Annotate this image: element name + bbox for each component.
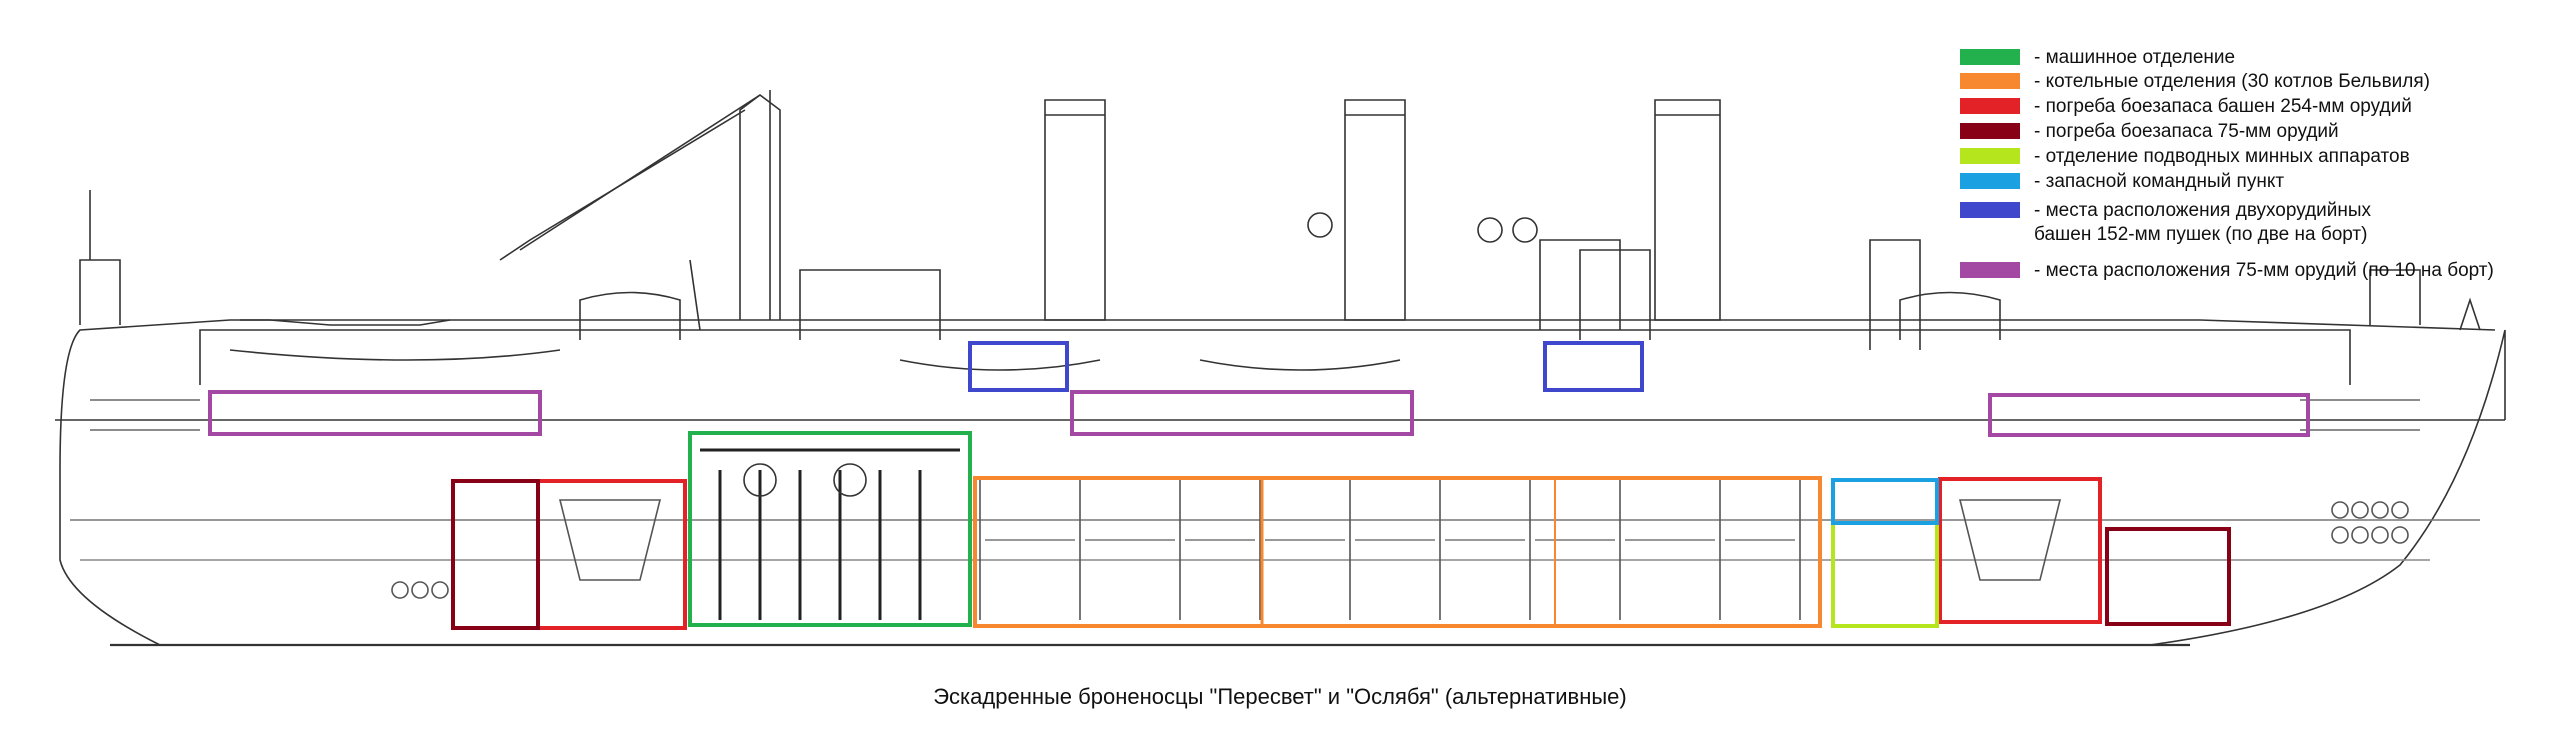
legend-label: - машинное отделение — [2034, 47, 2236, 68]
legend-label: - котельные отделения (30 котлов Бельвил… — [2034, 71, 2430, 92]
legend-item-engine: - машинное отделение — [1960, 46, 2235, 70]
legend-label: - места расположения двухорудийных башен… — [2034, 200, 2372, 245]
diagram-caption: Эскадренные броненосцы "Пересвет" и "Осл… — [933, 684, 1627, 709]
engine-room-zone — [688, 431, 972, 627]
gun-75-zone — [1070, 390, 1414, 436]
compartment-overlays — [208, 341, 2310, 630]
legend-item-boiler: - котельные отделения (30 котлов Бельвил… — [1960, 70, 2430, 94]
legend-swatch — [1960, 123, 2020, 139]
magazine-75-aft-zone — [2105, 527, 2231, 626]
magazine-254-aft-zone — [1938, 477, 2102, 624]
legend-item-gun75: - места расположения 75-мм орудий (по 10… — [1960, 259, 2494, 283]
legend-label: - отделение подводных минных аппаратов — [2034, 146, 2410, 167]
legend-swatch — [1960, 202, 2020, 218]
torpedo-room-zone — [1831, 521, 1939, 628]
legend-item-command: - запасной командный пункт — [1960, 170, 2284, 194]
legend-label: - погреба боезапаса 75-мм орудий — [2034, 121, 2339, 142]
legend-swatch — [1960, 98, 2020, 114]
legend-item-torpedo: - отделение подводных минных аппаратов — [1960, 145, 2410, 169]
legend-swatch — [1960, 49, 2020, 65]
boiler-room-zone — [973, 476, 1822, 628]
legend-label: - запасной командный пункт — [2034, 171, 2285, 192]
legend-item-mag254: - погреба боезапаса башен 254-мм орудий — [1960, 95, 2412, 119]
legend-swatch — [1960, 173, 2020, 189]
turret-152-zone — [1543, 341, 1644, 392]
legend-swatch — [1960, 148, 2020, 164]
ship-hull-drawing — [55, 90, 2506, 647]
gun-75-zone — [1988, 393, 2310, 437]
reserve-command-post-zone — [1831, 478, 1939, 525]
legend-label: - погреба боезапаса башен 254-мм орудий — [2034, 96, 2412, 117]
legend-item-mag75: - погреба боезапаса 75-мм орудий — [1960, 120, 2339, 144]
magazine-75-fore-zone — [451, 479, 540, 630]
legend-swatch — [1960, 73, 2020, 89]
legend-swatch — [1960, 262, 2020, 278]
gun-75-zone — [208, 390, 542, 436]
legend-item-turret152: - места расположения двухорудийных башен… — [1960, 199, 2371, 247]
legend-label: - места расположения 75-мм орудий (по 10… — [2034, 260, 2494, 281]
turret-152-zone — [968, 341, 1069, 392]
